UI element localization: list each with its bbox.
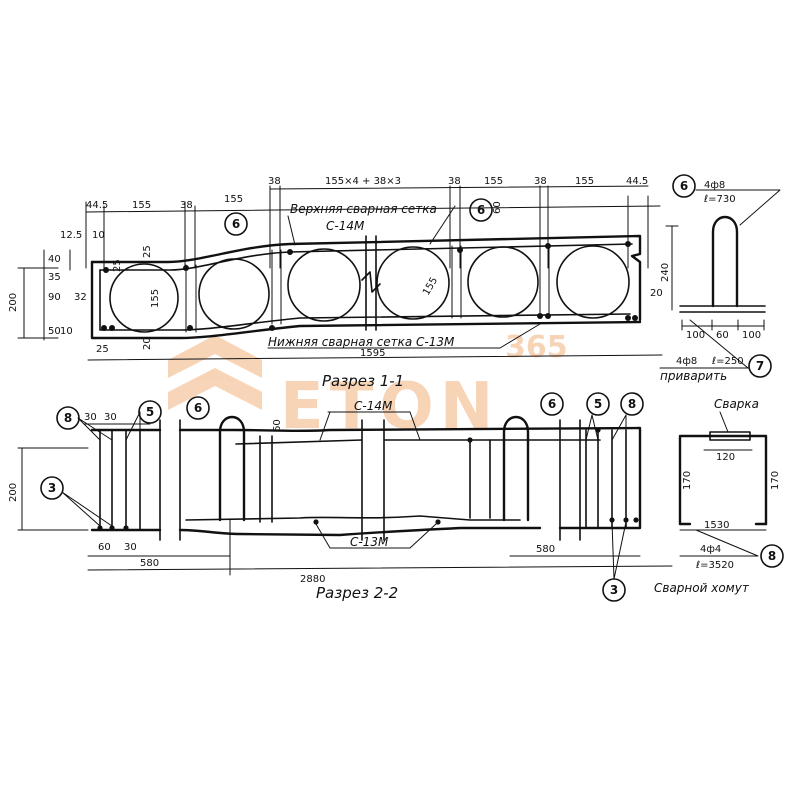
dim-left-50: 50 — [48, 326, 61, 337]
loop-bottom-60: 60 — [716, 330, 729, 341]
section-2-2: 200 30 30 60 60 30 580 580 2880 С-14М С-… — [8, 392, 673, 602]
sec2-end-580-right: 580 — [536, 544, 555, 555]
loop-length2: ℓ=250 — [712, 356, 744, 367]
stirrup-left-170: 170 — [682, 471, 693, 490]
section-1-1: 44.5 155 38 155 38 155×4 + 38×3 38 155 3… — [8, 176, 663, 390]
sec2-bottom-30: 30 — [124, 542, 137, 553]
welded-stirrup-title: Сварной хомут — [654, 581, 750, 595]
loop-detail: 240 100 60 100 6 4ф8 ℓ=730 4ф8 ℓ=250 при… — [659, 174, 781, 383]
callout-5-right: 5 — [594, 397, 602, 411]
callout-6-loop: 6 — [680, 179, 688, 193]
dim-top-38-3: 38 — [448, 176, 461, 187]
weld-instruction: приварить — [660, 369, 727, 383]
callout-6-sec2-right: 6 — [548, 397, 556, 411]
sec2-total-2880: 2880 — [300, 574, 325, 585]
callout-6-sec2-left: 6 — [194, 401, 202, 415]
callout-5-left: 5 — [146, 405, 154, 419]
sec2-height-200: 200 — [8, 483, 19, 502]
loop-length: ℓ=730 — [704, 194, 736, 205]
dim-top-155-2: 155 — [224, 194, 243, 205]
dim-top-44-5-right: 44.5 — [626, 176, 648, 187]
stirrup-bar: 4ф4 — [700, 544, 721, 555]
sec2-top-mesh: С-14М — [354, 399, 393, 413]
dim-right-20: 20 — [650, 288, 663, 299]
dim-left-200: 200 — [8, 293, 19, 312]
rebar-dots — [101, 241, 638, 331]
loop-bar2: 4ф8 — [676, 356, 697, 367]
callout-3-right: 3 — [610, 583, 618, 597]
stirrup-right-170: 170 — [770, 471, 781, 490]
dim-bottom-25a: 25 — [96, 344, 109, 355]
dim-left-10: 10 — [92, 230, 105, 241]
upper-mesh-label: Верхняя сварная сетка — [290, 202, 437, 216]
sec2-bottom-mesh: С-13М — [350, 535, 389, 549]
loop-bar: 4ф8 — [704, 180, 725, 191]
callout-6-a: 6 — [232, 217, 240, 231]
sec2-spacing-30a: 30 — [84, 412, 97, 423]
callout-8-right: 8 — [628, 397, 636, 411]
weld-label: Сварка — [714, 397, 759, 411]
loop-bottom-100a: 100 — [686, 330, 705, 341]
sec2-bottom-60: 60 — [98, 542, 111, 553]
sec2-loop-60: 60 — [272, 419, 283, 432]
dim-left-35: 35 — [48, 272, 61, 283]
sec2-end-580-left: 580 — [140, 558, 159, 569]
dim-mid-25: 25 — [142, 245, 153, 258]
dim-left-25: 25 — [112, 259, 123, 272]
callout-7: 7 — [756, 359, 764, 373]
dim-top-38-4: 38 — [534, 176, 547, 187]
dim-circle-155-a: 155 — [150, 289, 161, 308]
dim-length-1595: 1595 — [360, 348, 385, 359]
callout-6-b: 6 — [477, 203, 485, 217]
welded-stirrup: Сварка 120 170 170 1530 4ф4 ℓ=3520 8 Сва… — [654, 397, 784, 595]
dim-left-40: 40 — [48, 254, 61, 265]
dim-top-155-3: 155 — [484, 176, 503, 187]
loop-height-240: 240 — [660, 263, 671, 282]
stirrup-length: ℓ=3520 — [696, 560, 734, 571]
dim-mid-20: 20 — [142, 337, 153, 350]
watermark-number: 365 — [505, 330, 568, 365]
stirrup-bottom-1530: 1530 — [704, 520, 729, 531]
stirrup-width-120: 120 — [716, 452, 735, 463]
lower-mesh-label: Нижняя сварная сетка С-13М — [268, 335, 455, 349]
dim-top-38-2: 38 — [268, 176, 281, 187]
loop-bottom-100b: 100 — [742, 330, 761, 341]
callout-8-left: 8 — [64, 411, 72, 425]
dim-top-155-1: 155 — [132, 200, 151, 211]
dim-left-10b: 10 — [60, 326, 73, 337]
dim-right-60: 60 — [492, 201, 503, 214]
dim-left-90: 90 — [48, 292, 61, 303]
dim-top-155-4: 155 — [575, 176, 594, 187]
callout-8-stirrup: 8 — [768, 549, 776, 563]
dim-top-formula: 155×4 + 38×3 — [325, 176, 401, 187]
callout-3-left: 3 — [48, 481, 56, 495]
dim-top-38-1: 38 — [180, 200, 193, 211]
dim-circle-155-b: 155 — [421, 275, 440, 297]
dim-top-44-5-left: 44.5 — [86, 200, 108, 211]
dim-left-32: 32 — [74, 292, 87, 303]
section-1-1-title: Разрез 1-1 — [322, 372, 404, 390]
sec2-spacing-30b: 30 — [104, 412, 117, 423]
section-2-2-title: Разрез 2-2 — [316, 584, 398, 602]
dim-left-12-5: 12.5 — [60, 230, 82, 241]
upper-mesh-code: С-14М — [326, 219, 365, 233]
